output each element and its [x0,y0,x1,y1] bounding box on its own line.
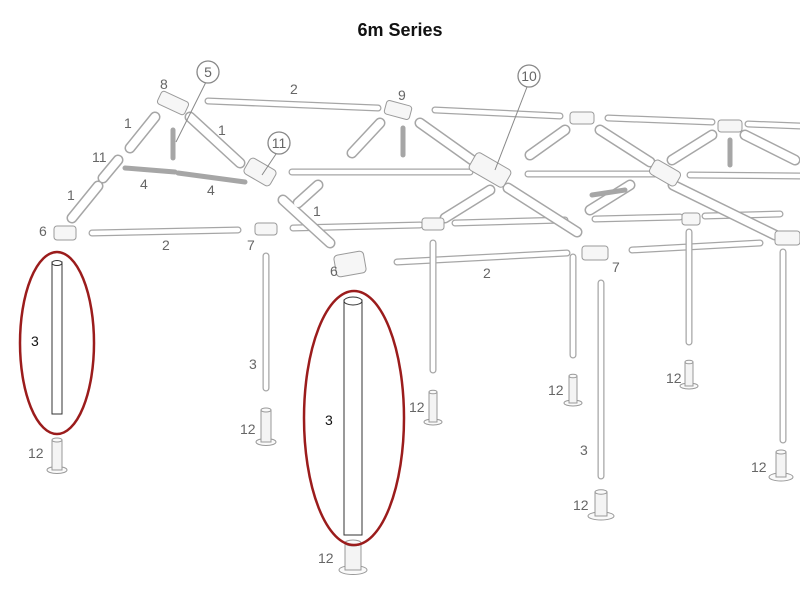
callout-11-text: 11 [272,135,287,151]
foot-mid [338,539,368,575]
joint-eave-2 [421,217,445,231]
label-2-top: 2 [290,81,298,97]
joint-6-mid [333,250,367,278]
foot-3 [255,407,277,446]
highlight-ellipse-left [18,250,96,436]
label-7-left: 7 [247,237,255,253]
foot-8 [768,449,794,482]
label-12-e: 12 [666,370,682,386]
leader-11 [261,153,277,176]
leader-10 [494,86,528,171]
label-12-a: 12 [28,445,44,461]
label-3-right: 3 [580,442,588,458]
label-12-c: 12 [409,399,425,415]
foot-7 [679,359,699,390]
joint-8 [156,90,190,116]
label-11: 11 [92,149,107,165]
label-1-b: 1 [218,122,226,138]
callout-11 [267,131,291,155]
label-12-g: 12 [573,497,589,513]
callout-10-text: 10 [521,68,537,84]
foot-5 [563,373,583,407]
brace-rod-2 [175,170,248,185]
label-4-b: 4 [207,182,215,198]
label-1-c: 1 [67,187,75,203]
foot-left [46,437,68,474]
joint-6-left [53,225,77,241]
highlight-leg-left [51,260,63,415]
short-rod-4 [589,187,628,198]
label-12-b: 12 [240,421,256,437]
label-4-a: 4 [140,176,148,192]
joint-x-4 [648,159,682,187]
label-2-right: 2 [483,265,491,281]
label-2-left: 2 [162,237,170,253]
label-8: 8 [160,76,168,92]
highlight-ellipse-mid [302,289,406,547]
highlight-leg-mid [343,296,363,536]
callout-5-text: 5 [204,64,212,80]
label-6-left: 6 [39,223,47,239]
joint-7-left [254,222,278,236]
callouts: 5 10 11 [175,60,541,176]
label-1-d: 1 [313,203,321,219]
joint-eave-4 [681,212,701,226]
label-3-mid: 3 [325,412,333,428]
label-12-h: 12 [318,550,334,566]
label-12-d: 12 [548,382,564,398]
joint-11-right [243,157,277,187]
joint-right-end [774,230,800,246]
label-6-mid: 6 [330,263,338,279]
joint-top-4 [717,119,743,133]
foot-plates [46,359,794,575]
part-labels: 8 2 9 1 1 11 4 4 1 1 6 2 7 6 2 7 3 3 3 3… [28,76,767,566]
foot-6 [587,489,615,521]
label-3-left: 3 [31,333,39,349]
roof-frame [53,90,800,278]
callout-5 [196,60,220,84]
joint-top-3 [569,111,595,125]
highlight-rings [18,250,406,547]
label-12-f: 12 [751,459,767,475]
joint-10 [468,152,512,188]
brace-rod-1 [122,165,178,175]
diagram-title: 6m Series [357,20,443,40]
uprights [51,228,787,536]
foot-4 [423,389,443,426]
label-3-rear: 3 [249,356,257,372]
leader-5 [175,79,208,143]
joint-9 [383,100,413,120]
callout-10 [517,64,541,88]
label-7-right: 7 [612,259,620,275]
joint-7-right [581,245,609,261]
label-9: 9 [398,87,406,103]
label-1-a: 1 [124,115,132,131]
